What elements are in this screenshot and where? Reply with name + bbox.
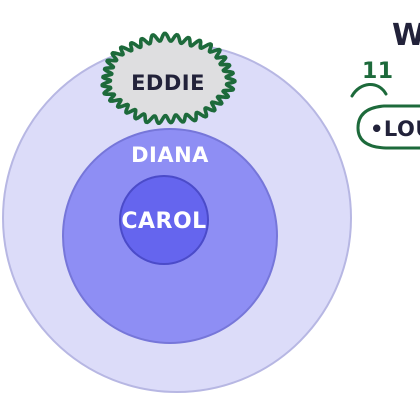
eddie-highlight-cloud [100, 31, 237, 125]
note-bubble-text: •LOU [370, 117, 420, 141]
inner-ring-label: CAROL [121, 209, 206, 234]
note-bubble-outline [356, 104, 420, 150]
outer-ring-label: EDDIE [131, 71, 205, 95]
tally-mark-text: 11 [362, 59, 394, 84]
inner-ring [119, 175, 209, 265]
tally-arc-mark [350, 83, 388, 98]
partial-heading-text: W [392, 18, 420, 53]
middle-ring-label: DIANA [131, 143, 209, 167]
